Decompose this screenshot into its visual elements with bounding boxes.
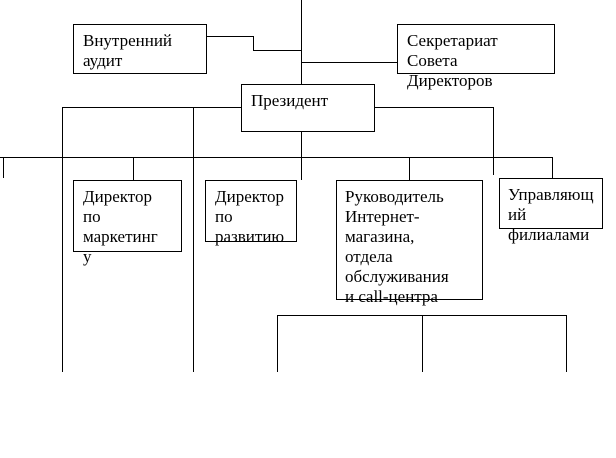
president-label: Президент — [251, 91, 329, 110]
internal-audit-box: Внутренний аудит — [73, 24, 207, 74]
marketing-director-box: Директор по маркетинг у — [73, 180, 182, 266]
internal-audit-label: Внутренний аудит — [83, 31, 173, 70]
president-box: Президент — [241, 84, 375, 132]
marketing-director-label: Директор по маркетинг у — [83, 187, 158, 266]
development-director-label: Директор по развитию — [215, 187, 285, 246]
ecommerce-head-box: Руководитель Интернет- магазина, отдела … — [336, 180, 483, 306]
branch-manager-label: Управляющ ий филиалами — [508, 185, 594, 244]
ecommerce-head-label: Руководитель Интернет- магазина, отдела … — [345, 187, 449, 306]
branch-manager-box: Управляющ ий филиалами — [499, 178, 603, 244]
board-secretariat-label: Секретариат Совета Директоров — [407, 31, 498, 90]
board-secretariat-box: Секретариат Совета Директоров — [397, 24, 555, 90]
development-director-box: Директор по развитию — [205, 180, 297, 246]
